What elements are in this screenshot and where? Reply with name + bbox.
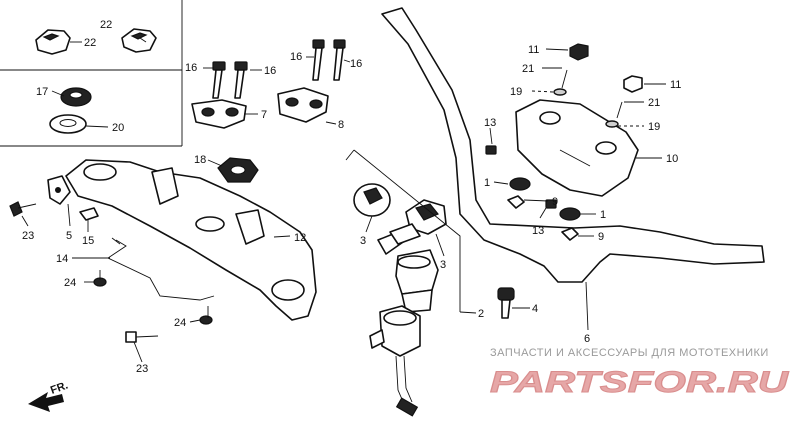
callout-19b: 19 [648,121,660,133]
callout-11a: 11 [528,44,539,56]
callout-24b: 24 [174,317,186,329]
callout-16b: 16 [264,65,276,77]
callout-3a: 3 [360,235,366,247]
callout-2: 2 [478,308,484,320]
callout-12: 12 [294,232,306,244]
callout-21b: 21 [648,97,660,109]
bolt-16-a [212,61,226,99]
cap-3-a [353,183,391,217]
leader-lines [21,37,666,363]
callout-16a: 16 [185,62,197,74]
callout-22a: 22 [100,19,112,31]
callout-1a: 1 [484,177,490,189]
callout-labels: 22 22 17 20 16 16 16 16 7 8 18 12 5 15 2… [22,19,681,375]
wire-14 [107,237,215,301]
bolt-23-a [9,201,37,217]
callout-5: 5 [66,230,72,242]
nut-13-b [545,199,557,209]
handlebar-6 [381,7,765,283]
holder-8 [277,87,329,123]
washer-9-b [561,227,579,241]
callout-15: 15 [82,235,94,247]
upper-holder-10 [515,99,639,197]
callout-24a: 24 [64,277,76,289]
callout-4: 4 [532,303,538,315]
callout-16d: 16 [350,58,362,70]
callout-11b: 11 [670,79,681,91]
bolt-21-a [561,69,568,89]
callout-10: 10 [666,153,678,165]
bolt-16-b [234,61,248,99]
washer-20 [49,114,87,134]
bushing-1-b [559,207,581,221]
screw-24-a [93,270,107,287]
grommet-15 [79,207,99,221]
callout-9a: 9 [552,196,558,208]
callout-13b: 13 [532,225,544,237]
nut-18 [217,157,259,183]
callout-22b: 22 [84,37,96,49]
nut-13-a [485,145,497,155]
top-bridge-12 [65,159,317,321]
callout-21a: 21 [522,63,534,75]
callout-8: 8 [338,119,344,131]
ignition-switch-2 [369,249,439,417]
cap-22-left [35,29,71,55]
callout-13a: 13 [484,117,496,129]
callout-1b: 1 [600,209,606,221]
cap-11-a [569,43,589,61]
front-arrow-icon [28,392,64,412]
bolt-16-d [333,39,346,81]
callout-6: 6 [584,333,590,345]
washer-19-a [553,88,567,96]
inset-box [0,0,183,147]
callout-23a: 23 [22,230,34,242]
bushing-1-a [509,177,531,191]
callout-20: 20 [112,122,124,134]
bolt-16-c [312,39,325,81]
callout-19a: 19 [510,86,522,98]
callout-18: 18 [194,154,206,166]
bolt-21-b [616,101,623,119]
callout-17: 17 [36,86,48,98]
key-4 [497,287,515,319]
washer-19-b [605,120,619,128]
front-marker-label: FR. [49,379,70,396]
callout-9b: 9 [598,231,604,243]
screw-24-b [199,306,213,325]
holder-7 [191,99,247,129]
watermark-logo: PARTSFOR.RU [490,366,790,399]
callout-23b: 23 [136,363,148,375]
watermark: ЗАПЧАСТИ И АКСЕССУАРЫ ДЛЯ МОТОТЕХНИКИ PA… [490,347,791,400]
callout-7: 7 [261,109,267,121]
callout-16c: 16 [290,51,302,63]
cap-11-b [623,75,643,93]
washer-9-a [507,195,525,209]
nut-17 [60,87,92,107]
watermark-tagline: ЗАПЧАСТИ И АКСЕССУАРЫ ДЛЯ МОТОТЕХНИКИ [490,347,769,359]
key-assembly [377,223,421,255]
bolt-23-b [125,331,159,343]
bracket-5 [47,175,71,205]
callout-3b: 3 [440,259,446,271]
cap-22-right [121,28,157,53]
callout-14: 14 [56,253,68,265]
